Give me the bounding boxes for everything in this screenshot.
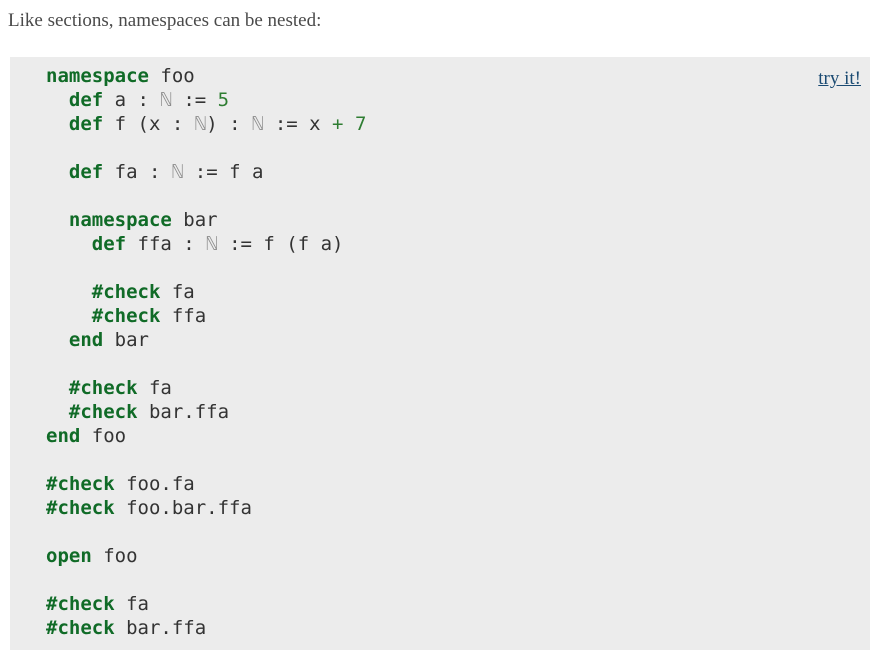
code-keyword: #check bbox=[68, 377, 138, 399]
code-text: f (x : bbox=[103, 113, 195, 135]
code-text: bar.ffa bbox=[114, 617, 207, 639]
code-number: 5 bbox=[217, 89, 230, 111]
code-text: foo bbox=[80, 425, 127, 447]
code-line: #check fa bbox=[46, 280, 366, 304]
code-keyword: #check bbox=[46, 617, 115, 639]
code-type: ℕ bbox=[160, 89, 172, 111]
code-keyword: def bbox=[91, 233, 127, 255]
intro-paragraph: Like sections, namespaces can be nested: bbox=[8, 10, 322, 31]
code-text: := x bbox=[263, 113, 333, 135]
code-line: #check bar.ffa bbox=[46, 400, 366, 424]
code-text: foo bbox=[91, 545, 138, 567]
code-line: end bar bbox=[46, 328, 366, 352]
code-text: ffa : bbox=[126, 233, 207, 255]
code-text: bar bbox=[103, 329, 149, 351]
code-keyword: namespace bbox=[46, 65, 149, 87]
code-block: try it! namespace foo def a : ℕ := 5 def… bbox=[10, 57, 870, 650]
code-line bbox=[46, 448, 366, 472]
code-line: def a : ℕ := 5 bbox=[46, 88, 366, 112]
code-keyword: #check bbox=[68, 401, 138, 423]
code-line: #check foo.bar.ffa bbox=[46, 496, 366, 520]
code-text: fa bbox=[137, 377, 172, 399]
code-text: foo.bar.ffa bbox=[114, 497, 252, 519]
code-line: #check fa bbox=[46, 376, 366, 400]
code-line bbox=[46, 136, 366, 160]
code-line: #check foo.fa bbox=[46, 472, 366, 496]
code-type: ℕ bbox=[194, 113, 207, 135]
code-text: := bbox=[171, 89, 218, 111]
code-line: def f (x : ℕ) : ℕ := x + 7 bbox=[46, 112, 367, 136]
code-keyword: #check bbox=[91, 305, 161, 327]
code-listing: namespace foo def a : ℕ := 5 def f (x : … bbox=[46, 64, 366, 640]
code-line bbox=[46, 184, 366, 208]
code-text: ) : bbox=[206, 113, 252, 135]
code-text: fa bbox=[160, 281, 195, 303]
code-line: def ffa : ℕ := f (f a) bbox=[46, 232, 366, 256]
code-keyword: end bbox=[46, 425, 81, 447]
code-text: ffa bbox=[160, 305, 207, 327]
code-line: #check ffa bbox=[46, 304, 366, 328]
code-type: ℕ bbox=[251, 113, 264, 135]
code-line bbox=[46, 568, 366, 592]
code-line bbox=[46, 520, 366, 544]
code-line: namespace bar bbox=[46, 208, 366, 232]
code-line bbox=[46, 256, 366, 280]
code-line: #check bar.ffa bbox=[46, 616, 366, 640]
code-text: := f a bbox=[183, 161, 264, 183]
code-type: ℕ bbox=[206, 233, 218, 255]
code-type: ℕ bbox=[171, 161, 184, 183]
code-text: := f (f a) bbox=[217, 233, 344, 255]
try-it-link[interactable]: try it! bbox=[818, 68, 861, 89]
code-text: foo.fa bbox=[114, 473, 195, 495]
code-text: fa : bbox=[103, 161, 172, 183]
code-keyword: end bbox=[68, 329, 104, 351]
code-text: bar.ffa bbox=[137, 401, 230, 423]
code-line bbox=[46, 352, 366, 376]
code-line: def fa : ℕ := f a bbox=[46, 160, 366, 184]
code-text: a : bbox=[103, 89, 161, 111]
code-number: 7 bbox=[354, 113, 367, 135]
code-keyword: #check bbox=[91, 281, 161, 303]
code-operator: + bbox=[332, 113, 344, 135]
code-line: namespace foo bbox=[46, 64, 366, 88]
code-text: fa bbox=[114, 593, 149, 615]
code-text: foo bbox=[148, 65, 195, 87]
code-keyword: #check bbox=[46, 473, 115, 495]
code-keyword: #check bbox=[46, 593, 115, 615]
code-keyword: def bbox=[68, 113, 104, 135]
code-keyword: def bbox=[68, 89, 104, 111]
code-keyword: namespace bbox=[68, 209, 172, 231]
code-keyword: def bbox=[68, 161, 104, 183]
code-line: open foo bbox=[46, 544, 366, 568]
code-keyword: #check bbox=[46, 497, 115, 519]
code-text bbox=[344, 113, 355, 135]
code-text: bar bbox=[171, 209, 218, 231]
code-line: end foo bbox=[46, 424, 366, 448]
code-line: #check fa bbox=[46, 592, 366, 616]
code-keyword: open bbox=[46, 545, 92, 567]
